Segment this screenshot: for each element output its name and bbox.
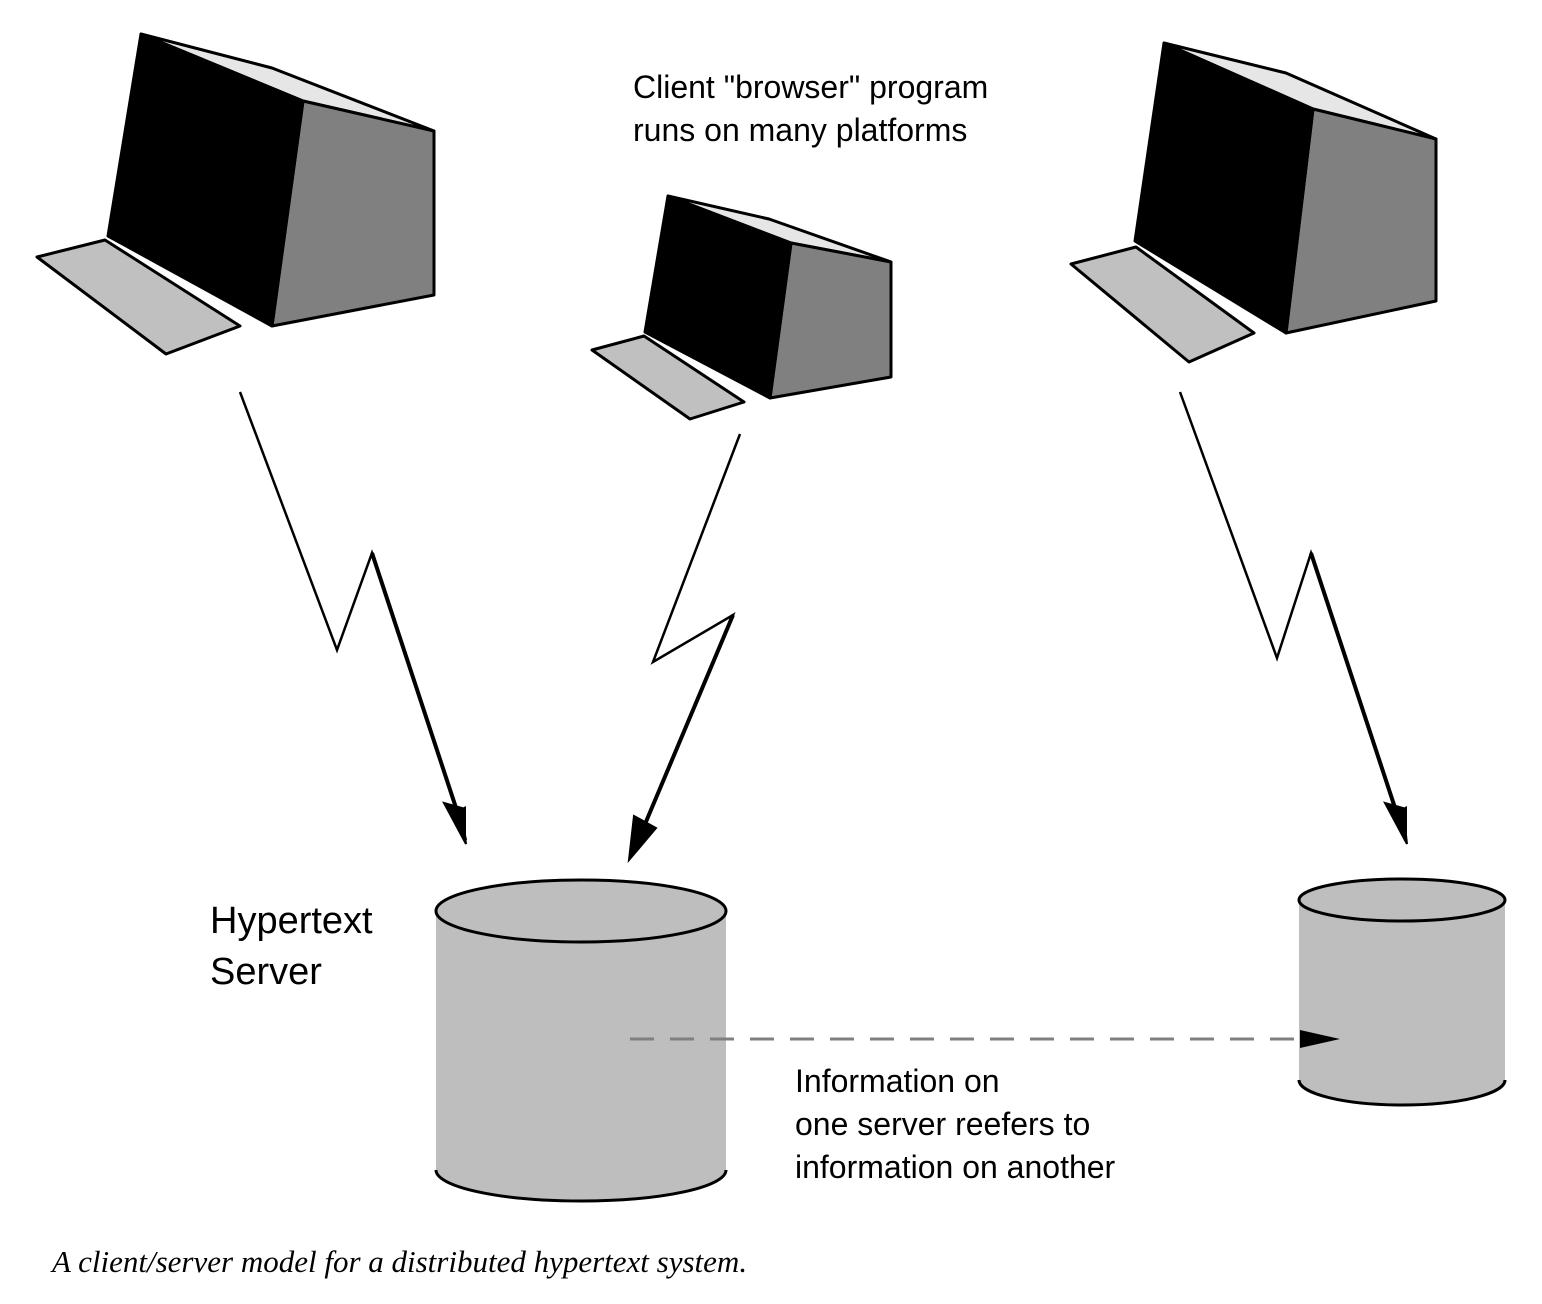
server-label: Hypertext Server	[210, 900, 383, 993]
keyboard-left	[35, 238, 242, 356]
server-top	[434, 878, 728, 944]
monitor-screen-right	[1133, 41, 1315, 335]
remote-server-body	[1299, 900, 1505, 1105]
keyboard-right	[1069, 245, 1256, 364]
client-computer-left	[35, 32, 436, 356]
monitor-screen-middle	[643, 194, 793, 400]
link-label: Information on one server reefers to inf…	[795, 1063, 1116, 1185]
remote-server-top	[1297, 877, 1507, 923]
link-label-line3: information on another	[795, 1149, 1116, 1185]
clients-label-line2: runs on many platforms	[633, 112, 967, 148]
server-link-arrow	[630, 1030, 1340, 1048]
server-link-arrowhead	[1300, 1030, 1340, 1048]
server-label-line1: Hypertext	[210, 900, 373, 942]
connection-arrow-left	[238, 391, 468, 845]
remote-server-cylinder	[1297, 877, 1507, 1107]
clients-label: Client "browser" program runs on many pl…	[633, 69, 997, 148]
keyboard-middle	[590, 334, 746, 421]
link-label-line2: one server reefers to	[795, 1106, 1090, 1142]
hypertext-server-cylinder	[434, 878, 728, 1203]
client-computer-right	[1069, 41, 1438, 364]
connection-arrow-middle	[627, 433, 742, 864]
clients-label-line1: Client "browser" program	[633, 69, 988, 105]
server-label-line2: Server	[210, 951, 322, 993]
arrowhead-middle	[627, 814, 658, 864]
client-computer-middle	[590, 194, 893, 421]
connection-arrow-right	[1178, 391, 1408, 845]
server-body	[436, 911, 726, 1201]
figure-caption: A client/server model for a distributed …	[52, 1244, 748, 1279]
monitor-screen-left	[106, 32, 305, 328]
link-label-line1: Information on	[795, 1063, 1000, 1099]
